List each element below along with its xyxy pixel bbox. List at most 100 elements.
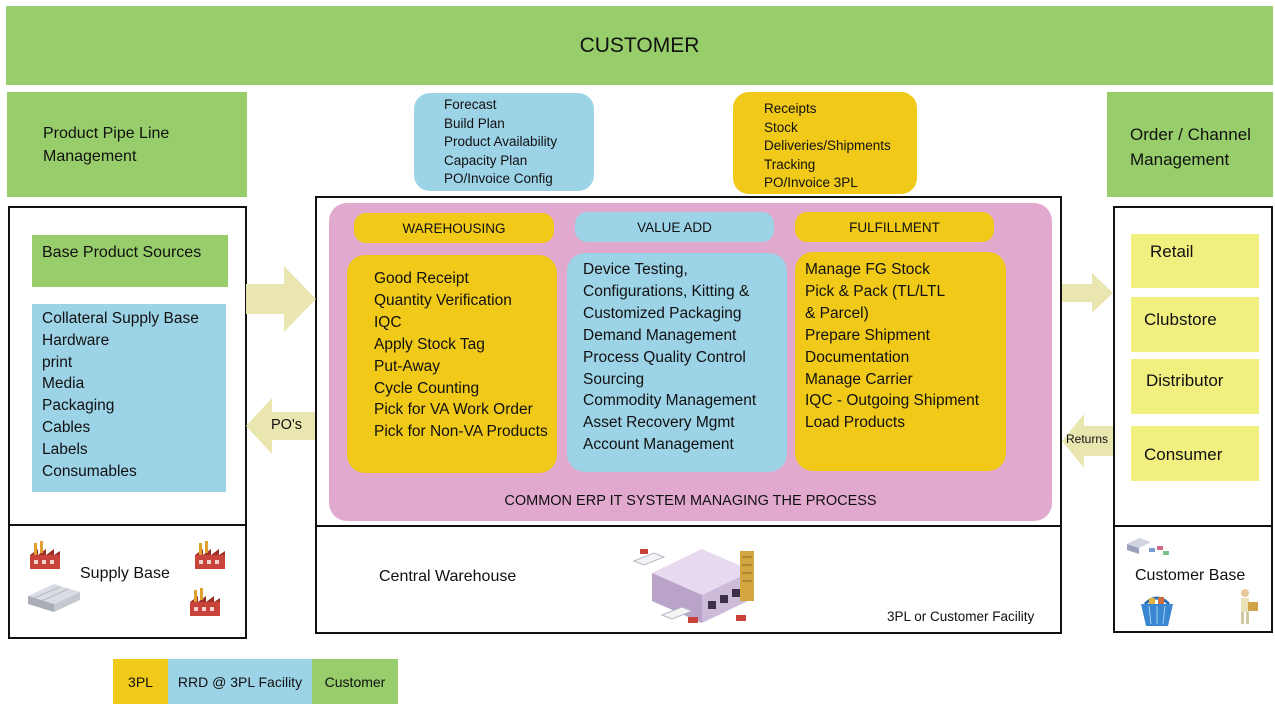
warehousing-item: Pick for VA Work Order <box>374 401 533 419</box>
channel-box-clubstore: Clubstore <box>1131 297 1259 352</box>
warehousing-item: Quantity Verification <box>374 291 512 309</box>
supply-base-label: Supply Base <box>80 565 170 582</box>
value-add-header: VALUE ADD <box>575 212 774 242</box>
fulfillment-item: Load Products <box>805 414 905 432</box>
warehousing-header: WAREHOUSING <box>354 213 554 243</box>
value-add-item: Device Testing, <box>583 261 688 278</box>
left-arrow-icon <box>246 398 315 454</box>
value-add-item: Configurations, Kitting & <box>583 282 750 300</box>
supply-panel: Base Product Sources Collateral Supply B… <box>8 206 247 639</box>
warehousing-item: Cycle Counting <box>374 379 480 397</box>
fulfillment-title: FULFILLMENT <box>849 219 940 235</box>
order-channel-line-2: Management <box>1130 150 1230 169</box>
channel-box-retail: Retail <box>1131 234 1259 288</box>
planning-info-box: Forecast Build Plan Product Availability… <box>414 93 594 191</box>
left-arrow-icon <box>1062 414 1113 468</box>
value-add-item: Process Quality Control <box>583 348 746 366</box>
customer-banner: CUSTOMER <box>6 6 1273 85</box>
warehousing-item: Put-Away <box>374 357 441 375</box>
planning-info-line: PO/Invoice Config <box>444 171 553 187</box>
collateral-item: print <box>42 353 73 371</box>
collateral-item: Consumables <box>42 462 137 480</box>
shopping-basket-icon <box>1141 596 1173 626</box>
base-product-sources-label: Base Product Sources <box>42 244 202 261</box>
logistics-info-line: Receipts <box>764 101 817 116</box>
facility-label: 3PL or Customer Facility <box>887 609 1035 624</box>
fulfillment-item: Prepare Shipment <box>805 326 930 344</box>
supply-panel-divider <box>10 524 245 526</box>
right-arrow-icon <box>246 266 316 332</box>
customer-banner-label: CUSTOMER <box>579 33 700 57</box>
returns-label: Returns <box>1066 432 1109 446</box>
logistics-info-line: Tracking <box>764 156 816 172</box>
channel-box-consumer: Consumer <box>1131 426 1259 481</box>
factory-icon <box>190 588 220 616</box>
computer-equipment-icon <box>1127 538 1169 555</box>
value-add-item: Account Management <box>583 436 734 454</box>
collateral-item: Hardware <box>42 331 110 349</box>
fulfillment-item: Manage Carrier <box>805 370 913 388</box>
fulfillment-item: IQC - Outgoing Shipment <box>805 392 980 410</box>
logistics-info-line: Deliveries/Shipments <box>764 138 891 154</box>
order-channel-header: Order / Channel Management <box>1107 92 1273 197</box>
legend-label: 3PL <box>128 673 153 690</box>
collateral-item: Cables <box>42 418 91 436</box>
factory-icon <box>195 541 225 569</box>
planning-info-line: Product Availability <box>444 134 558 150</box>
warehousing-item: Good Receipt <box>374 270 469 287</box>
warehousing-item: Apply Stock Tag <box>374 335 485 353</box>
value-add-item: Customized Packaging <box>583 304 742 322</box>
erp-caption: COMMON ERP IT SYSTEM MANAGING THE PROCES… <box>504 493 877 509</box>
value-add-item: Sourcing <box>583 370 645 388</box>
collateral-item: Media <box>42 375 85 393</box>
logistics-info-box: Receipts Stock Deliveries/Shipments Trac… <box>733 92 917 194</box>
base-product-sources-box: Base Product Sources <box>32 235 228 287</box>
fulfillment-header: FULFILLMENT <box>795 212 994 242</box>
value-add-item: Demand Management <box>583 326 737 344</box>
fulfillment-column: Manage FG Stock Pick & Pack (TL/LTL & Pa… <box>795 252 1006 471</box>
channel-label: Consumer <box>1144 445 1223 464</box>
legend-label: Customer <box>324 673 386 690</box>
planning-info-line: Capacity Plan <box>444 152 528 168</box>
person-with-package-icon <box>1241 589 1258 624</box>
customer-panel: Retail Clubstore Distributor Consumer Cu… <box>1113 206 1273 633</box>
collateral-item: Packaging <box>42 397 115 415</box>
central-warehouse-label: Central Warehouse <box>379 568 517 585</box>
fulfillment-item: Documentation <box>805 348 910 366</box>
legend-label: RRD @ 3PL Facility <box>177 673 303 690</box>
fulfillment-item: & Parcel) <box>805 304 869 322</box>
channel-box-distributor: Distributor <box>1131 359 1259 414</box>
legend-3pl: 3PL <box>113 659 168 704</box>
distribution-center-icon <box>632 549 754 623</box>
warehousing-item: Pick for Non-VA Products <box>374 423 548 441</box>
erp-process-box: WAREHOUSING VALUE ADD FULFILLMENT Good R… <box>329 203 1052 521</box>
customer-base-label: Customer Base <box>1135 567 1246 584</box>
channel-label: Clubstore <box>1144 310 1217 329</box>
fulfillment-item: Manage FG Stock <box>805 261 930 278</box>
logistics-info-line: Stock <box>764 119 798 135</box>
collateral-item: Collateral Supply Base <box>42 310 199 327</box>
planning-info-line: Build Plan <box>444 115 505 131</box>
customer-panel-divider <box>1115 525 1271 527</box>
product-pipeline-line-2: Management <box>43 148 137 165</box>
right-arrow-icon <box>1062 273 1113 313</box>
product-pipeline-line-1: Product Pipe Line <box>43 125 170 142</box>
channel-label: Retail <box>1150 242 1194 261</box>
logistics-info-line: PO/Invoice 3PL <box>764 175 858 191</box>
collateral-item: Labels <box>42 440 88 458</box>
central-warehouse-panel: WAREHOUSING VALUE ADD FULFILLMENT Good R… <box>315 196 1062 634</box>
warehouse-building-icon <box>28 584 80 612</box>
legend-customer: Customer <box>312 659 398 704</box>
product-pipeline-header: Product Pipe Line Management <box>7 92 247 197</box>
channel-label: Distributor <box>1146 371 1224 390</box>
warehousing-title: WAREHOUSING <box>402 220 506 236</box>
factory-icon <box>30 541 60 569</box>
order-channel-line-1: Order / Channel <box>1130 125 1251 144</box>
fulfillment-item: Pick & Pack (TL/LTL <box>805 282 946 300</box>
value-add-column: Device Testing, Configurations, Kitting … <box>567 253 787 472</box>
value-add-item: Asset Recovery Mgmt <box>583 414 735 432</box>
legend-rrd-facility: RRD @ 3PL Facility <box>168 659 312 704</box>
warehousing-column: Good Receipt Quantity Verification IQC A… <box>347 255 557 473</box>
central-warehouse-divider <box>317 525 1060 527</box>
pos-label: PO's <box>271 417 302 433</box>
